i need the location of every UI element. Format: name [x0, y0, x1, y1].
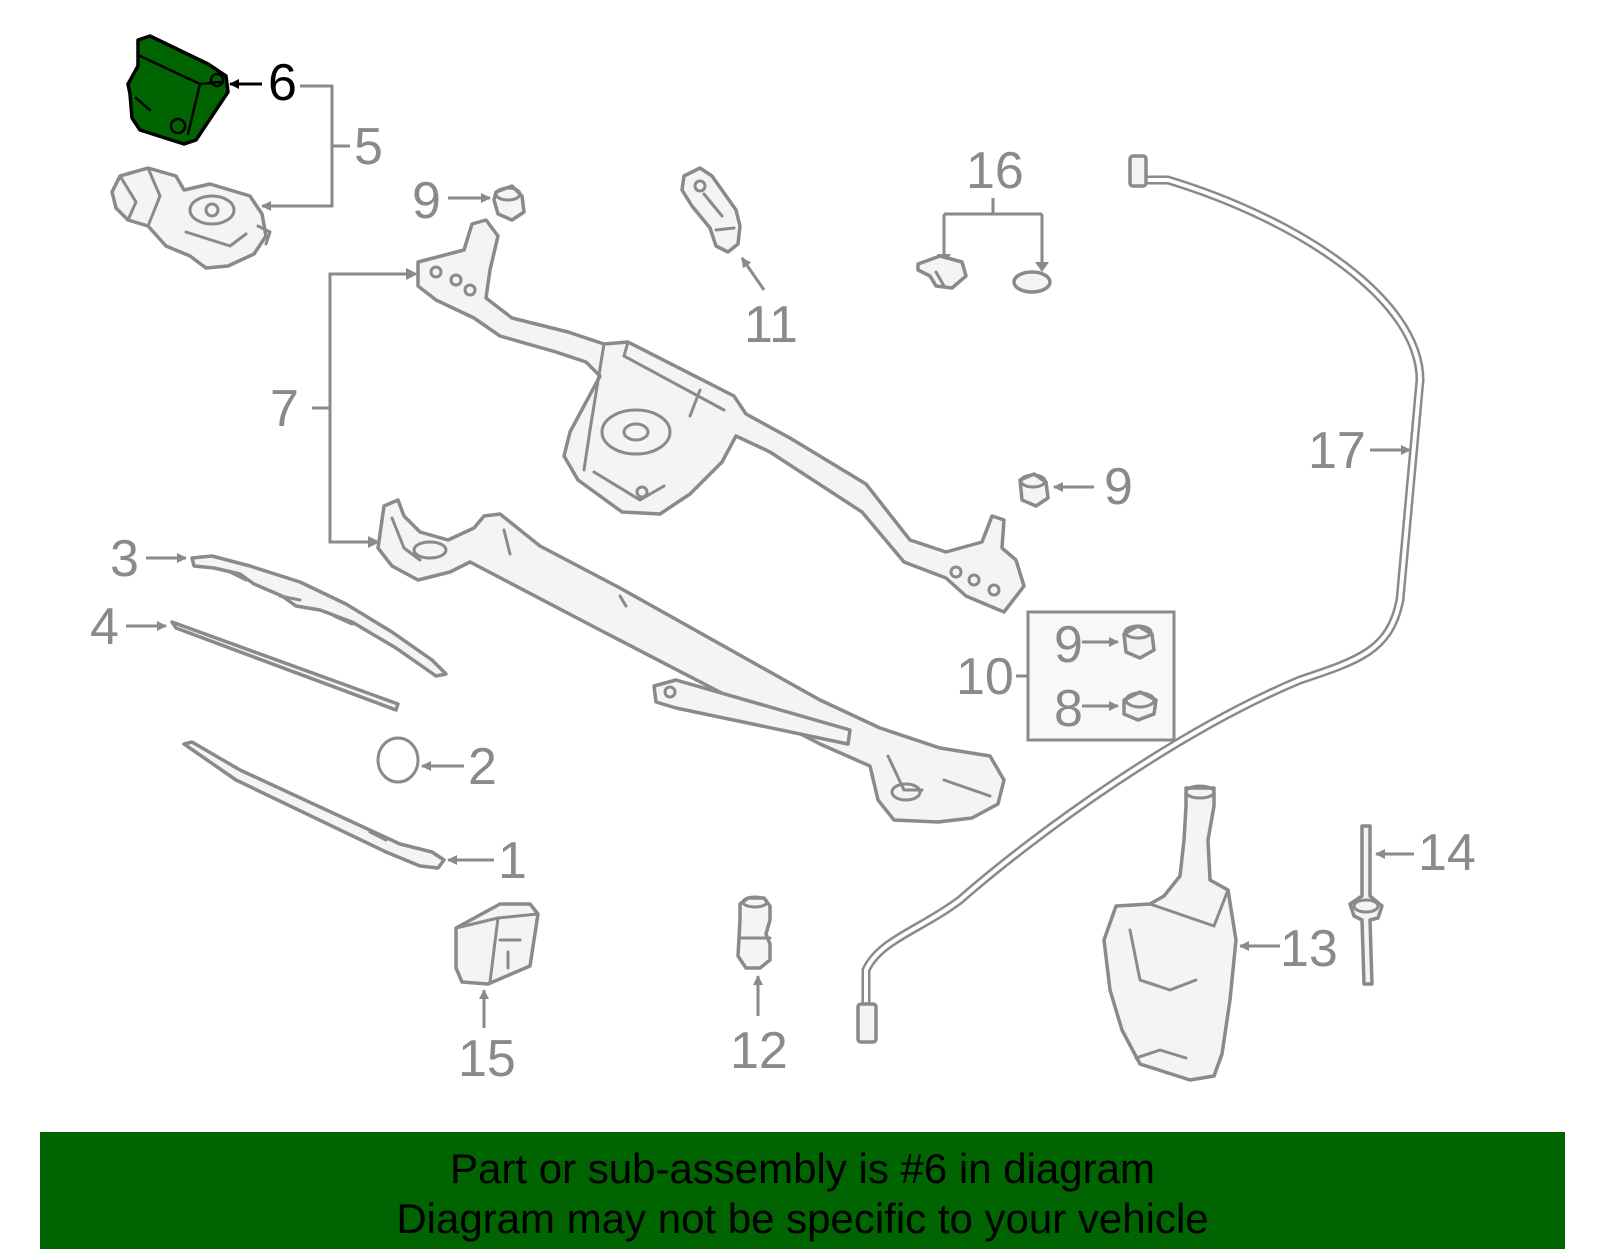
callout-14: 14: [1418, 824, 1476, 882]
part-11-bracket[interactable]: [680, 166, 742, 254]
callout-17: 17: [1308, 422, 1366, 480]
callout-16: 16: [966, 142, 1024, 200]
part-9-grommet-right[interactable]: [1018, 472, 1050, 508]
part-5-wiper-motor[interactable]: [110, 166, 272, 270]
part-14-level-sensor[interactable]: [1348, 824, 1384, 986]
callout-2: 2: [468, 738, 497, 796]
callout-12: 12: [730, 1022, 788, 1080]
part-12-washer-pump[interactable]: [736, 895, 772, 970]
part-6-cover[interactable]: [126, 34, 230, 146]
part-1-wiper-arm[interactable]: [182, 740, 446, 870]
part-8-grommet[interactable]: [1122, 690, 1158, 722]
callout-6: 6: [268, 54, 297, 112]
callout-11: 11: [744, 296, 798, 354]
callout-15: 15: [458, 1030, 516, 1088]
callout-9-top: 9: [412, 172, 441, 230]
banner-line-1: Part or sub-assembly is #6 in diagram: [450, 1145, 1155, 1192]
callout-1: 1: [498, 832, 527, 890]
part-13-washer-reservoir[interactable]: [1102, 784, 1238, 1082]
part-9-grommet-kit[interactable]: [1122, 624, 1156, 660]
callout-13: 13: [1280, 920, 1338, 978]
callout-9-right: 9: [1104, 458, 1133, 516]
part-17-washer-hose[interactable]: [856, 154, 1425, 1044]
part-9-grommet-top[interactable]: [492, 184, 526, 222]
part-16-clip-b[interactable]: [1012, 270, 1052, 294]
callout-9-kit: 9: [1054, 616, 1083, 674]
part-4-blade-refill[interactable]: [170, 620, 400, 712]
callout-5: 5: [354, 118, 383, 176]
part-2-o-ring[interactable]: [376, 736, 420, 784]
part-7-wiper-frame[interactable]: [416, 218, 1026, 614]
callout-8: 8: [1054, 680, 1083, 738]
part-3-wiper-blade[interactable]: [190, 554, 448, 678]
banner-line-2: Diagram may not be specific to your vehi…: [396, 1195, 1209, 1242]
part-16-clip-a[interactable]: [916, 254, 968, 290]
callout-4: 4: [90, 598, 119, 656]
part-15-cap[interactable]: [454, 902, 540, 986]
part-7-linkage[interactable]: [376, 498, 1006, 824]
info-banner: Part or sub-assembly is #6 in diagram Di…: [40, 1132, 1565, 1249]
callout-10: 10: [956, 648, 1014, 706]
callout-3: 3: [110, 530, 139, 588]
callout-7: 7: [270, 380, 299, 438]
